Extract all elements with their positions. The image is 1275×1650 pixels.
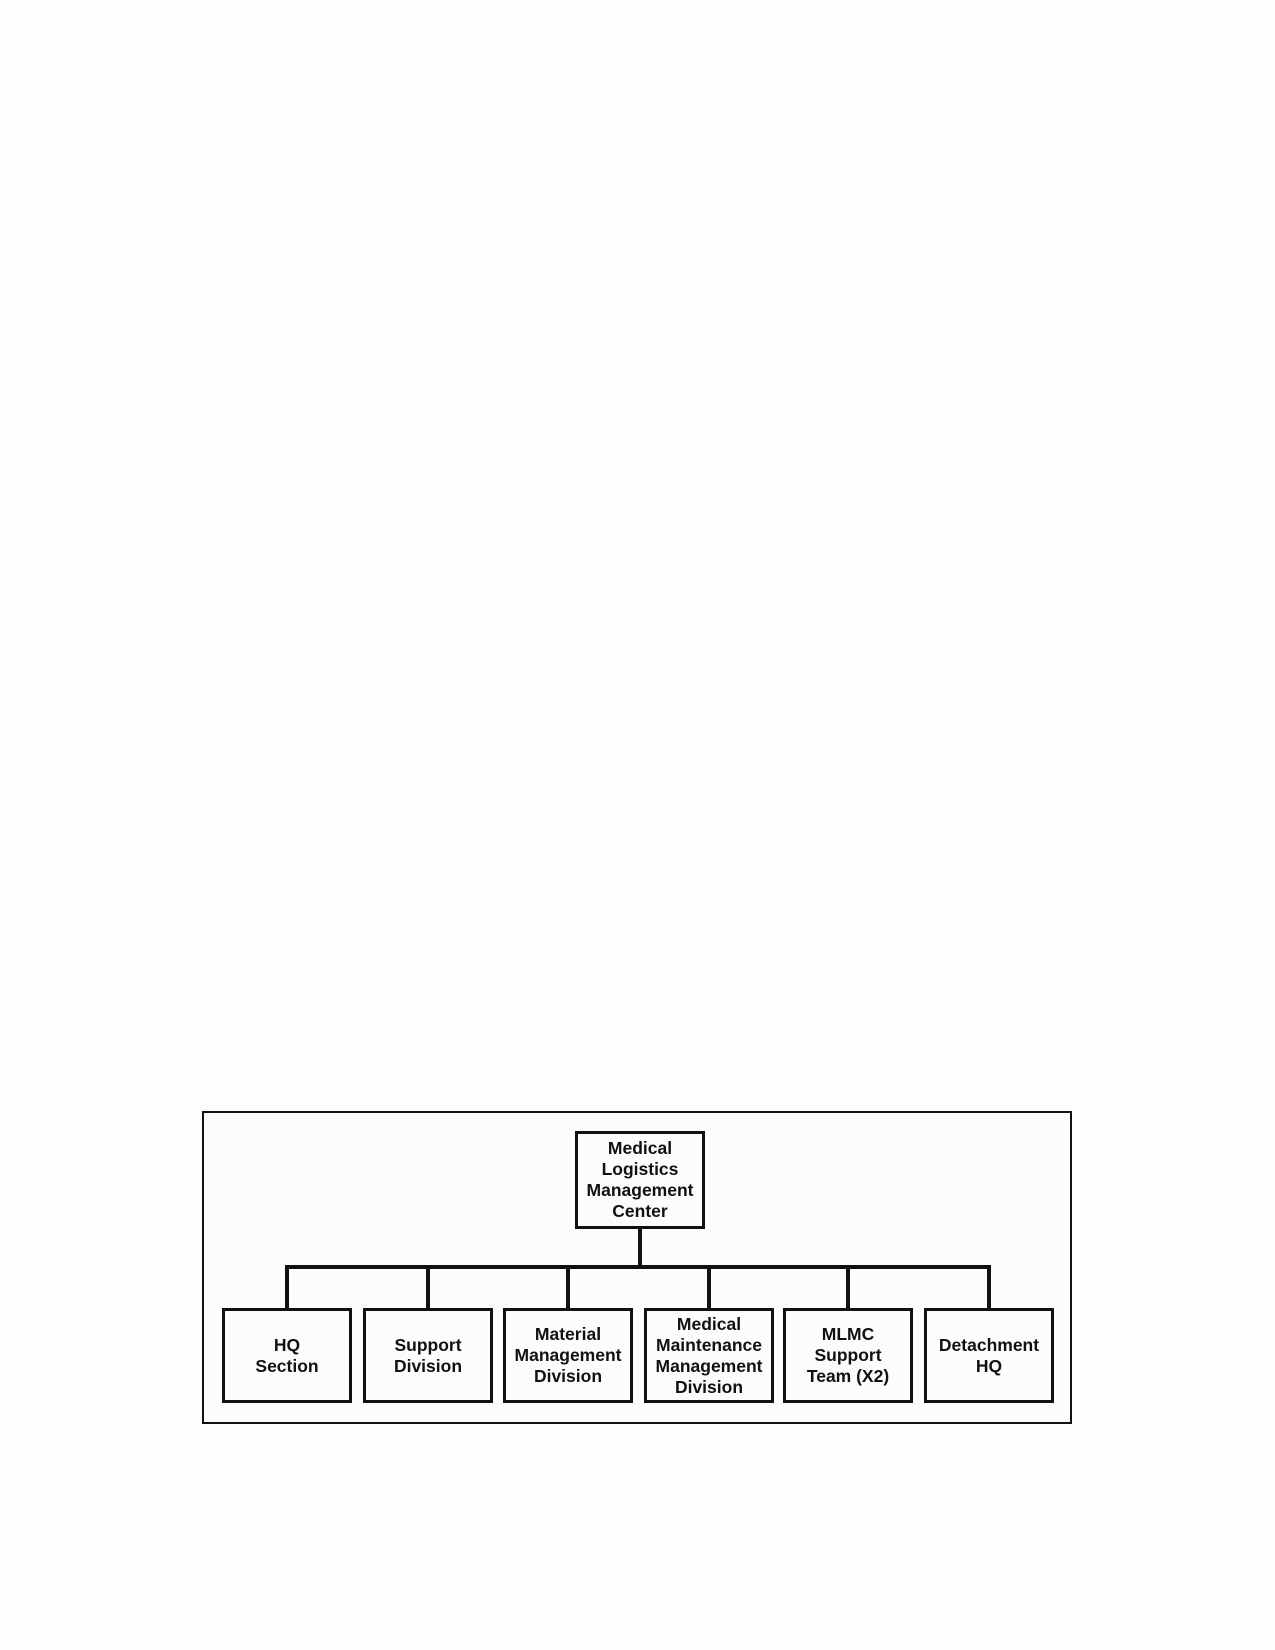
child-drop-line bbox=[987, 1265, 991, 1310]
child-box-support-division: Support Division bbox=[363, 1308, 493, 1403]
child-drop-line bbox=[426, 1265, 430, 1310]
child-drop-line bbox=[707, 1265, 711, 1310]
child-drop-line bbox=[285, 1265, 289, 1310]
child-box-label: Medical Maintenance Management Division bbox=[655, 1313, 763, 1397]
child-drop-line bbox=[846, 1265, 850, 1310]
child-box-label: MLMC Support Team (X2) bbox=[806, 1324, 890, 1386]
child-box-label: HQ Section bbox=[255, 1334, 319, 1376]
child-box-material-management-division: Material Management Division bbox=[503, 1308, 633, 1403]
root-box-label: Medical Logistics Management Center bbox=[586, 1138, 694, 1221]
horizontal-bus-line bbox=[285, 1265, 991, 1269]
child-box-label: Support Division bbox=[393, 1334, 463, 1376]
child-box-mlmc-support-team: MLMC Support Team (X2) bbox=[783, 1308, 913, 1403]
root-box-medical-logistics-management-center: Medical Logistics Management Center bbox=[575, 1131, 705, 1229]
child-box-detachment-hq: Detachment HQ bbox=[924, 1308, 1054, 1403]
root-stem-line bbox=[638, 1229, 642, 1269]
child-box-medical-maintenance-management-division: Medical Maintenance Management Division bbox=[644, 1308, 774, 1403]
child-box-hq-section: HQ Section bbox=[222, 1308, 352, 1403]
child-drop-line bbox=[566, 1265, 570, 1310]
child-box-label: Material Management Division bbox=[514, 1324, 622, 1386]
child-box-label: Detachment HQ bbox=[938, 1334, 1040, 1376]
